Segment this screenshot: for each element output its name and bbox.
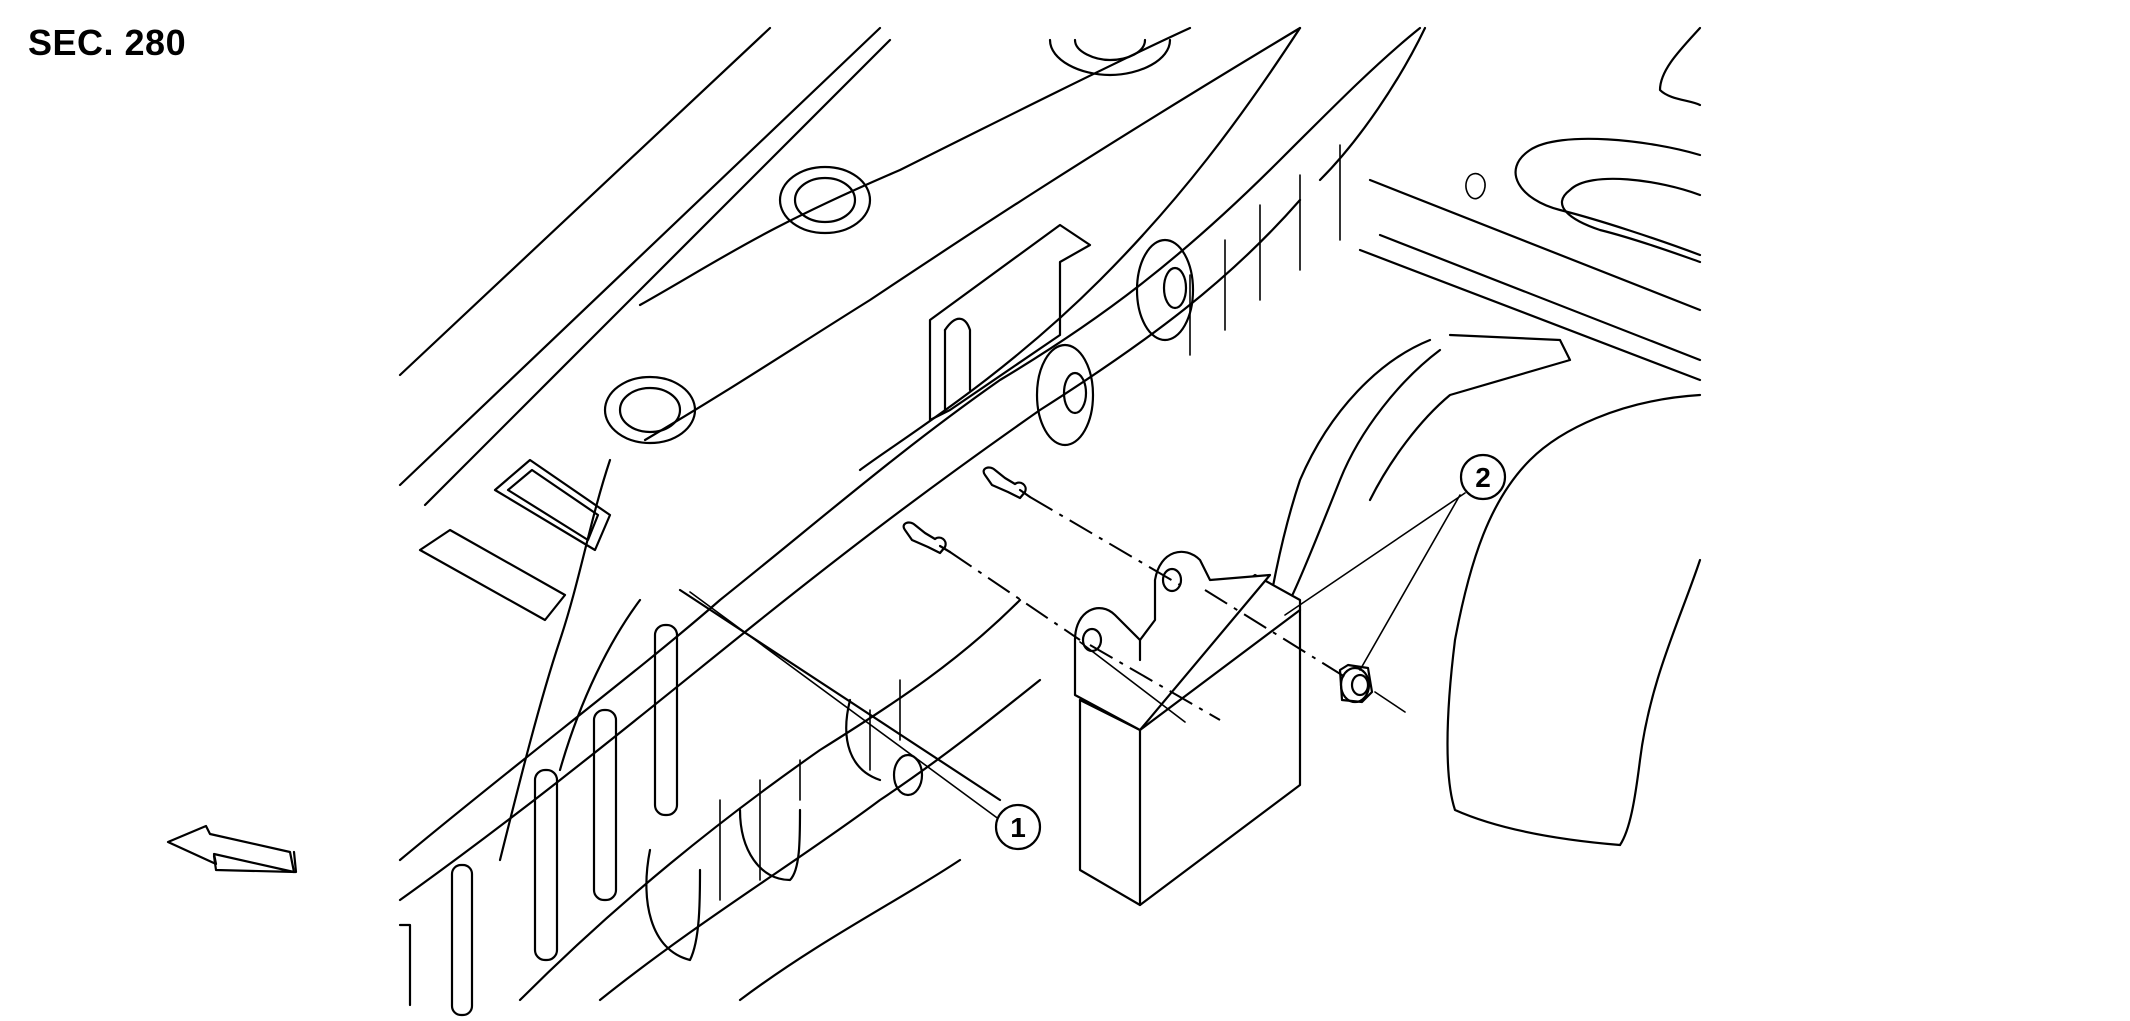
panel-slots (398, 623, 679, 1017)
section-label: SEC. 280 (28, 22, 187, 63)
mounting-nut (1338, 663, 1374, 704)
panel-grommets (603, 38, 1195, 797)
mounting-studs (902, 466, 1032, 555)
panel-openings (418, 458, 612, 622)
panel-ribs (645, 144, 1341, 962)
control-unit (1073, 550, 1302, 907)
callout-2: 2 (1284, 453, 1507, 671)
callout-1-label: 1 (1010, 812, 1026, 843)
alignment-lines (949, 496, 1406, 723)
callout-1: 1 (689, 591, 1042, 851)
body-panel-lines (398, 26, 1702, 1002)
front-direction-arrow-icon (166, 824, 298, 874)
callout-2-label: 2 (1475, 462, 1491, 493)
panel-clip (928, 223, 1092, 422)
